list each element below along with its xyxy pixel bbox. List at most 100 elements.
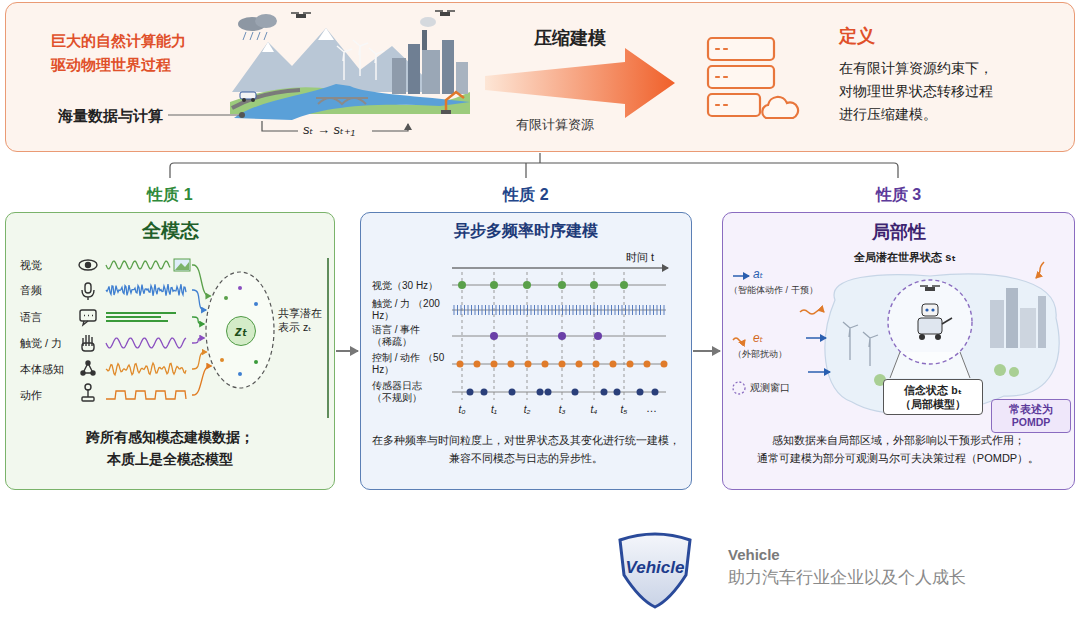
generated-strokes bbox=[454, 305, 455, 315]
generated-strokes bbox=[496, 305, 497, 315]
generated-strokes bbox=[106, 284, 186, 296]
latent-dots bbox=[220, 358, 224, 362]
city-buildings bbox=[392, 58, 406, 94]
robot-arm bbox=[441, 92, 464, 114]
time-tick: t₁ bbox=[482, 403, 506, 416]
world-illustration bbox=[232, 90, 300, 108]
generated-strokes bbox=[457, 305, 458, 315]
latent-dots bbox=[238, 286, 242, 290]
action-note: （智能体动作 / 干预） bbox=[729, 285, 818, 297]
robot-icon bbox=[931, 308, 934, 311]
wind-turbines bbox=[337, 46, 352, 80]
generated-strokes bbox=[489, 305, 490, 315]
generated-strokes bbox=[552, 305, 553, 315]
generated-strokes bbox=[555, 305, 556, 315]
generated-strokes bbox=[525, 361, 532, 368]
generated-strokes bbox=[632, 305, 633, 315]
world-scene bbox=[843, 322, 878, 366]
generated-strokes bbox=[106, 261, 668, 400]
world-scene bbox=[994, 364, 1006, 376]
modality-label: 本体感知 bbox=[20, 362, 64, 376]
annotation-samples bbox=[733, 338, 745, 342]
world-illustration bbox=[239, 112, 245, 118]
generated-strokes bbox=[508, 361, 515, 368]
generated-strokes bbox=[461, 305, 462, 315]
wind-turbines bbox=[353, 40, 368, 76]
panel-fills bbox=[5, 212, 335, 490]
disturbance-symbol: eₜ bbox=[753, 331, 763, 347]
vision-image-icon bbox=[174, 259, 190, 271]
generated-strokes bbox=[106, 391, 186, 399]
generated-strokes bbox=[559, 361, 566, 368]
pomdp-badge: 常表述为 POMDP bbox=[991, 399, 1071, 433]
generated-strokes bbox=[637, 389, 644, 396]
generated-strokes bbox=[611, 305, 612, 315]
generated-strokes bbox=[106, 312, 176, 314]
latent-dots bbox=[220, 286, 258, 376]
generated-strokes bbox=[643, 305, 644, 315]
world-blob bbox=[825, 274, 1059, 414]
robot-icon bbox=[918, 304, 952, 340]
latent-dots bbox=[224, 296, 228, 300]
generated-strokes bbox=[471, 305, 472, 315]
generated-strokes bbox=[660, 305, 661, 315]
definition-title: 定义 bbox=[839, 25, 875, 48]
world-scene bbox=[1038, 296, 1046, 348]
generated-strokes bbox=[597, 305, 598, 315]
generated-strokes bbox=[650, 305, 651, 315]
latent-circle: zₜ bbox=[226, 316, 256, 346]
divider-line bbox=[327, 258, 329, 418]
stream-label: 触觉 / 力 （200 Hz） bbox=[372, 298, 446, 322]
modality-label: 语言 bbox=[20, 310, 42, 324]
modality-icons bbox=[82, 397, 94, 401]
generated-strokes bbox=[548, 305, 549, 315]
generated-strokes bbox=[106, 320, 168, 322]
drone-icon bbox=[296, 14, 306, 18]
city-buildings bbox=[420, 17, 436, 27]
city-buildings bbox=[456, 62, 468, 94]
latent-label: 共享潜在表示 zₜ bbox=[278, 306, 324, 334]
generated-strokes bbox=[545, 389, 552, 396]
constraint-label: 有限计算资源 bbox=[516, 117, 594, 134]
generated-strokes bbox=[576, 305, 577, 315]
generated-strokes bbox=[534, 305, 535, 315]
generated-strokes bbox=[664, 305, 665, 315]
generated-strokes bbox=[106, 338, 186, 348]
car-icon bbox=[240, 92, 256, 99]
drone-icon bbox=[435, 10, 455, 12]
drone-icon bbox=[291, 12, 311, 14]
generated-strokes bbox=[629, 305, 630, 315]
modality-label: 视觉 bbox=[20, 258, 42, 272]
generated-strokes bbox=[627, 361, 634, 368]
latent-symbol: zₜ bbox=[235, 322, 247, 340]
generated-strokes bbox=[482, 305, 483, 315]
box-title: 异步多频率时序建模 bbox=[361, 221, 691, 242]
generated-strokes bbox=[559, 305, 560, 315]
world-scene bbox=[990, 300, 1004, 348]
city-buildings bbox=[408, 44, 420, 94]
latent-dots bbox=[254, 302, 258, 306]
time-tick: t₄ bbox=[582, 403, 606, 416]
time-axis bbox=[452, 267, 668, 268]
box-description: 感知数据来自局部区域，外部影响以干预形式作用； 通常可建模为部分可观测马尔可夫决… bbox=[731, 431, 1065, 467]
flow-arrow bbox=[693, 350, 720, 352]
generated-strokes bbox=[527, 305, 528, 315]
generated-strokes bbox=[491, 361, 498, 368]
generated-strokes bbox=[601, 389, 608, 396]
generated-strokes bbox=[192, 265, 210, 296]
generated-strokes bbox=[106, 363, 186, 375]
generated-strokes bbox=[506, 305, 507, 315]
world-illustration bbox=[262, 121, 298, 131]
generated-strokes bbox=[520, 305, 521, 315]
robot-icon bbox=[925, 308, 928, 311]
modality-icons bbox=[83, 316, 93, 326]
generated-strokes bbox=[509, 389, 516, 396]
world-illustration bbox=[318, 28, 334, 40]
generated-strokes bbox=[614, 389, 621, 396]
belief-text: 信念状态 bₜ （局部模型） bbox=[888, 383, 978, 411]
robot-icon bbox=[918, 318, 942, 334]
generated-strokes bbox=[580, 305, 581, 315]
property-heading: 性质 1 bbox=[6, 185, 334, 206]
generated-strokes bbox=[618, 305, 619, 315]
